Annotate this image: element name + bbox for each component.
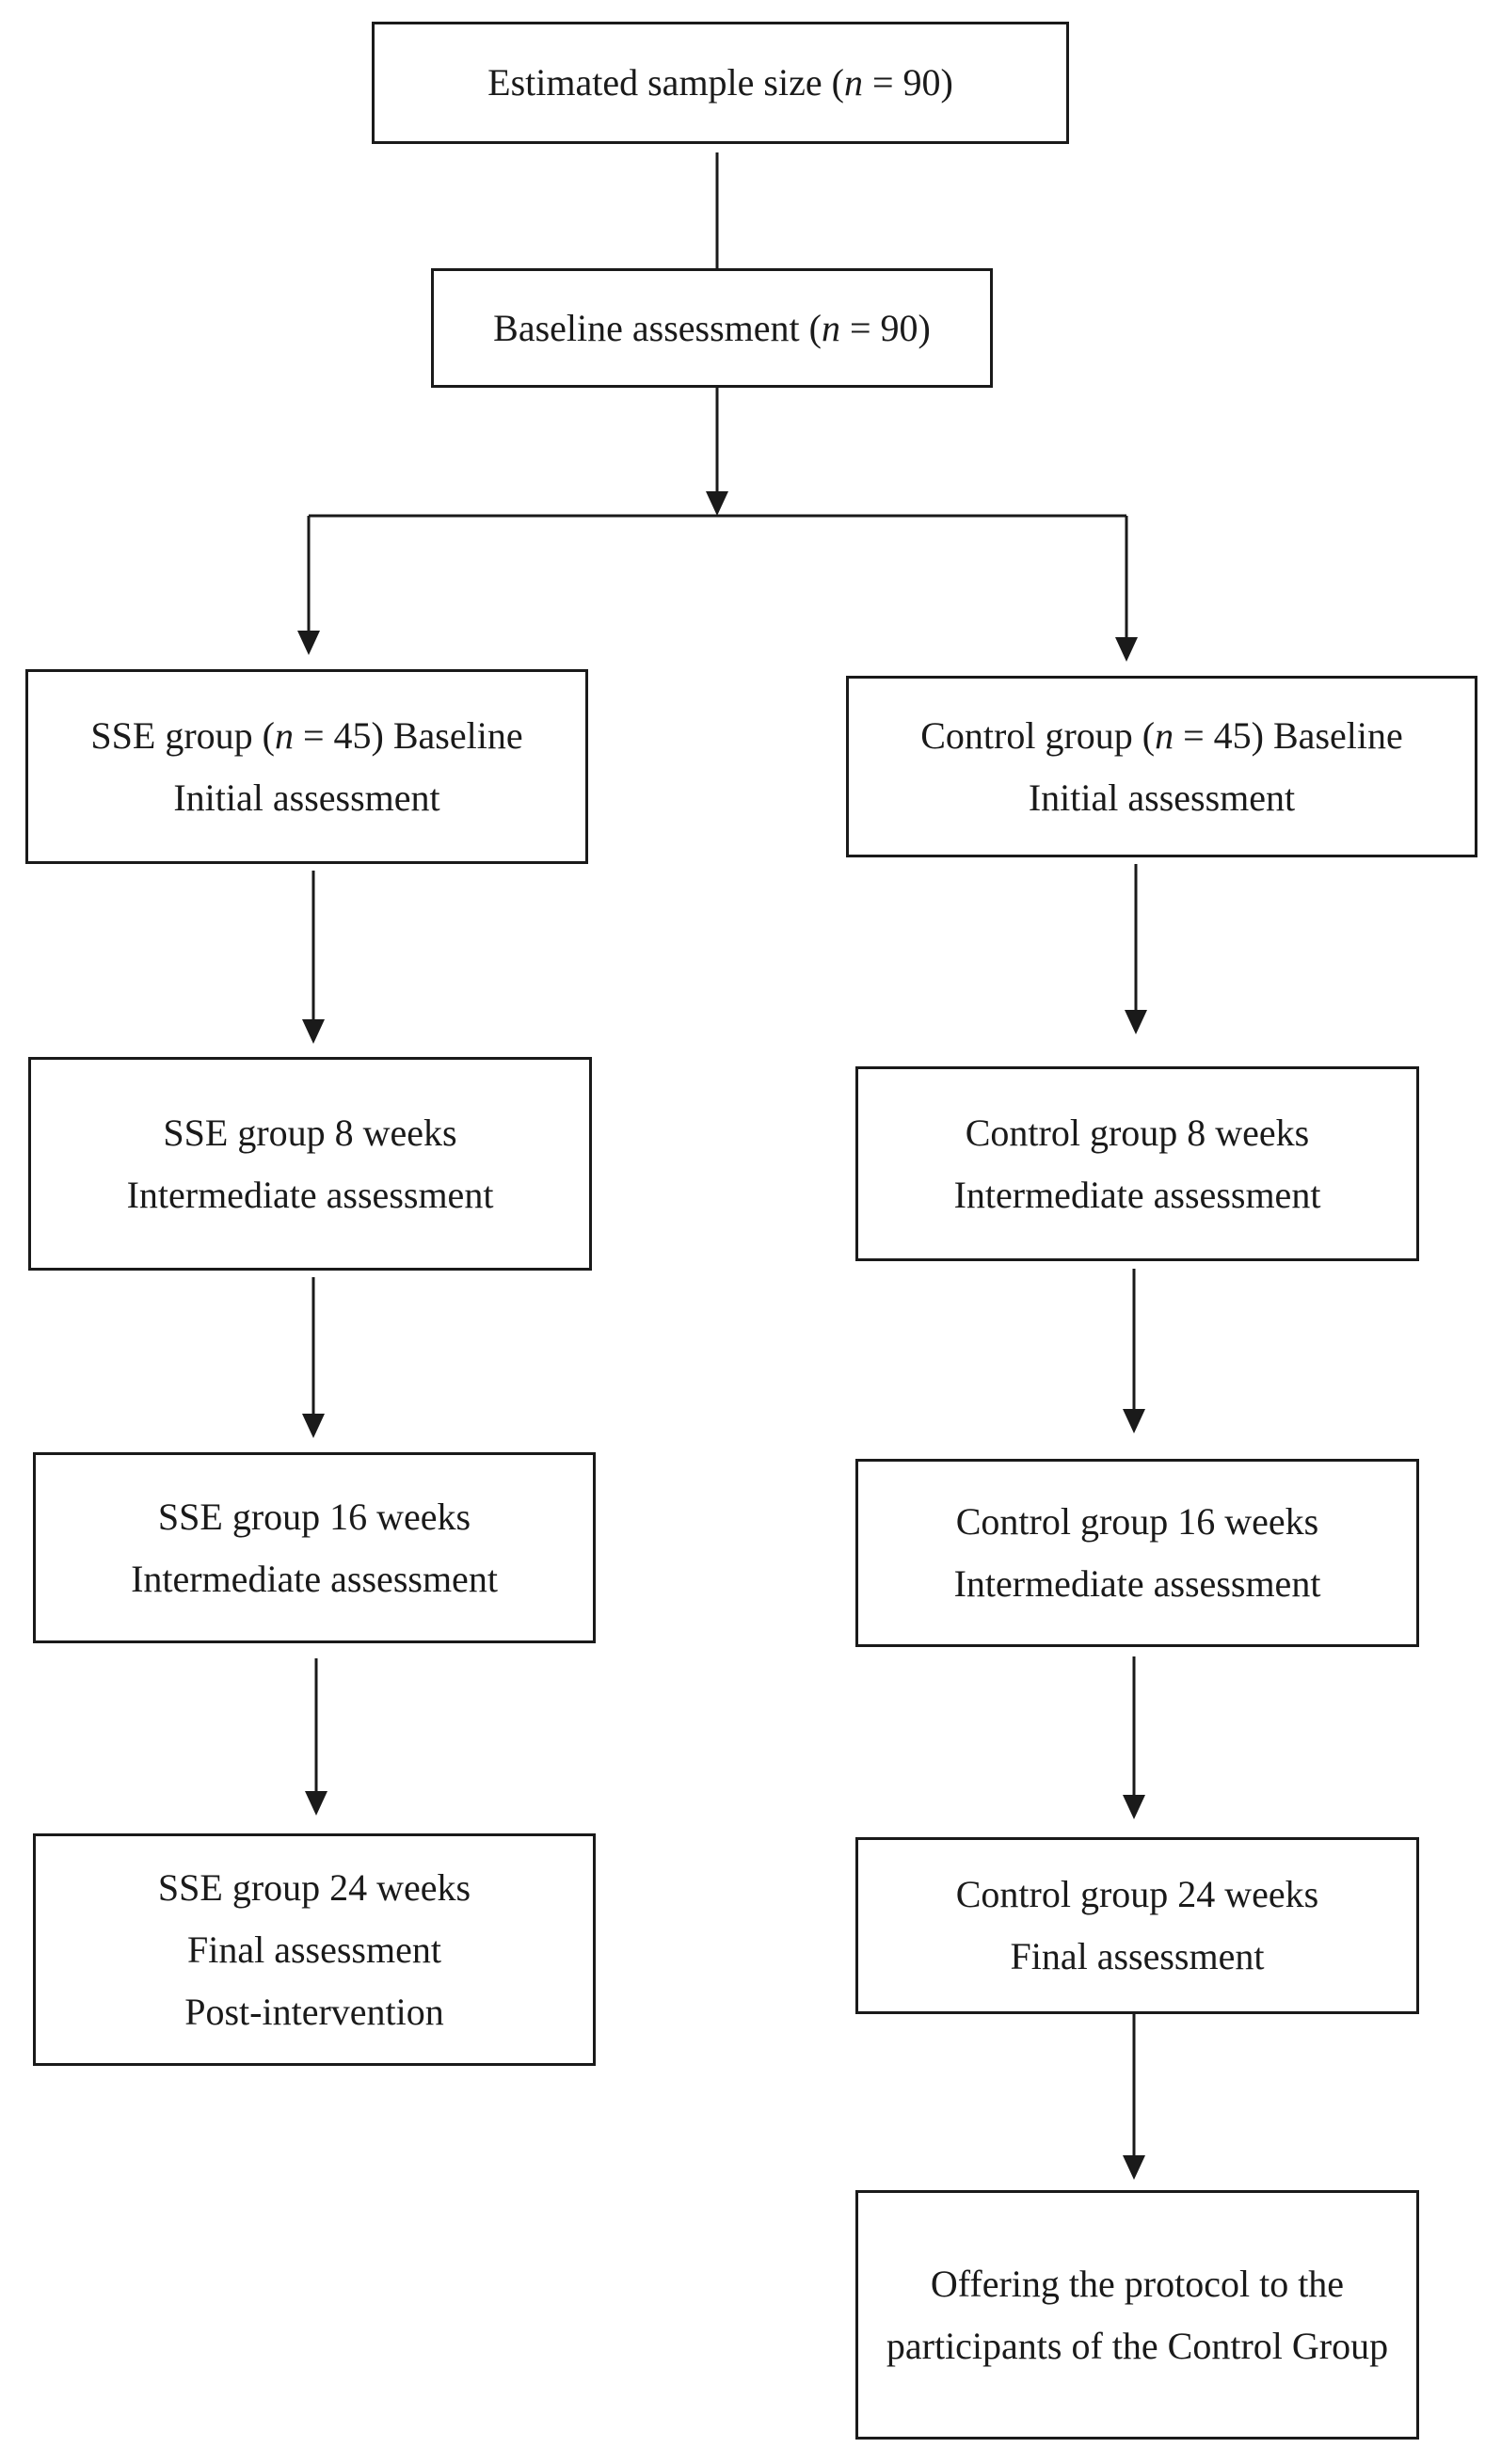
- arrowhead-control-24: [1123, 1795, 1145, 1819]
- node-control-8-weeks: Control group 8 weeks Intermediate asses…: [855, 1066, 1419, 1261]
- node-sse-24-line3: Post-intervention: [184, 1990, 444, 2033]
- node-sample-size-text: Estimated sample size (n = 90): [487, 61, 953, 104]
- node-offer-text: Offering the protocol to the participant…: [886, 2262, 1389, 2367]
- arrowhead-split-center: [706, 491, 728, 516]
- node-sse-24-weeks: SSE group 24 weeks Final assessment Post…: [33, 1833, 596, 2066]
- arrowhead-control-8: [1125, 1010, 1147, 1034]
- node-sse-16-line2: Intermediate assessment: [131, 1557, 498, 1600]
- node-sse-8-line1: SSE group 8 weeks: [163, 1111, 457, 1154]
- n-symbol: n: [274, 713, 294, 757]
- node-control-8-line1: Control group 8 weeks: [965, 1111, 1310, 1154]
- n-symbol: n: [1155, 713, 1174, 757]
- arrowhead-offer: [1123, 2155, 1145, 2180]
- node-baseline: Baseline assessment (n = 90): [431, 268, 993, 388]
- node-control-16-line1: Control group 16 weeks: [955, 1500, 1319, 1543]
- arrowhead-control-initial: [1115, 637, 1138, 662]
- node-control-16-weeks: Control group 16 weeks Intermediate asse…: [855, 1459, 1419, 1647]
- node-sse-8-line2: Intermediate assessment: [126, 1173, 494, 1216]
- arrowhead-sse-8: [302, 1019, 325, 1044]
- node-baseline-text: Baseline assessment (n = 90): [493, 306, 931, 349]
- node-control-24-weeks: Control group 24 weeks Final assessment: [855, 1837, 1419, 2014]
- node-sse-16-line1: SSE group 16 weeks: [157, 1495, 471, 1538]
- arrowhead-sse-24: [305, 1791, 327, 1816]
- arrowhead-sse-16: [302, 1414, 325, 1438]
- node-control-initial: Control group (n = 45) Baseline Initial …: [846, 676, 1477, 857]
- node-sample-size: Estimated sample size (n = 90): [372, 22, 1069, 144]
- n-symbol: n: [821, 306, 840, 349]
- node-sse-16-weeks: SSE group 16 weeks Intermediate assessme…: [33, 1452, 596, 1643]
- node-sse-24-line2: Final assessment: [187, 1928, 441, 1971]
- n-symbol: n: [843, 61, 863, 104]
- node-control-initial-line1: Control group (n = 45) Baseline: [920, 713, 1403, 757]
- node-control-24-line1: Control group 24 weeks: [955, 1873, 1319, 1915]
- node-sse-initial: SSE group (n = 45) Baseline Initial asse…: [25, 669, 588, 864]
- node-control-24-line2: Final assessment: [1010, 1935, 1265, 1977]
- node-sse-24-line1: SSE group 24 weeks: [157, 1865, 471, 1909]
- node-sse-initial-line2: Initial assessment: [173, 776, 440, 819]
- arrowhead-control-16: [1123, 1409, 1145, 1433]
- node-offer-protocol: Offering the protocol to the participant…: [855, 2190, 1419, 2440]
- node-control-16-line2: Intermediate assessment: [953, 1562, 1321, 1605]
- node-sse-initial-line1: SSE group (n = 45) Baseline: [90, 713, 523, 757]
- node-control-8-line2: Intermediate assessment: [953, 1173, 1321, 1216]
- node-control-initial-line2: Initial assessment: [1028, 776, 1296, 819]
- arrowhead-sse-initial: [297, 631, 320, 655]
- node-sse-8-weeks: SSE group 8 weeks Intermediate assessmen…: [28, 1057, 592, 1271]
